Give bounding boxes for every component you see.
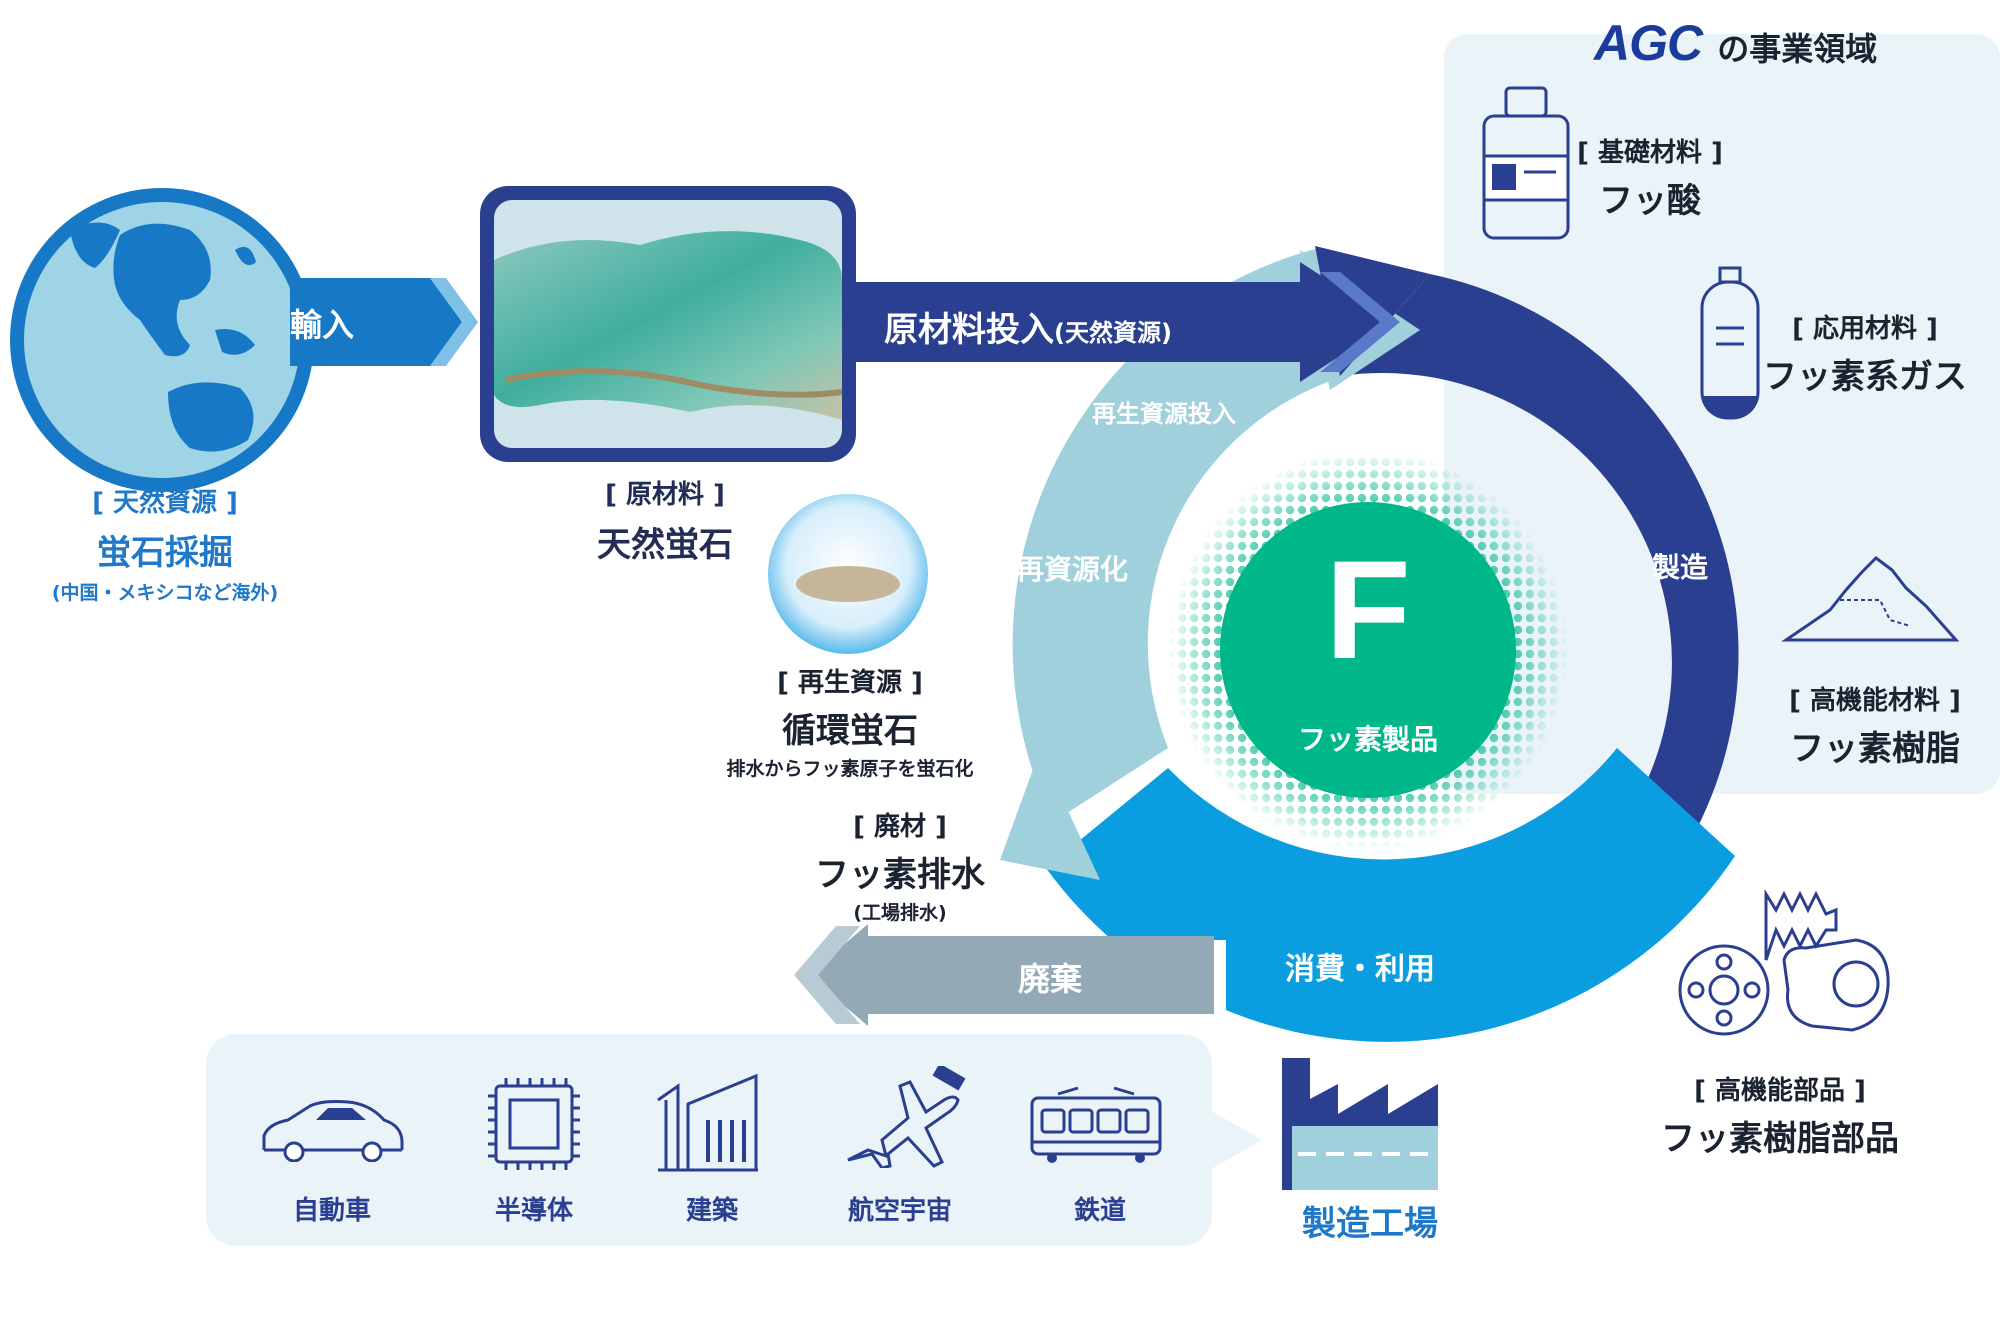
car-icon <box>262 1100 404 1162</box>
factory-icon <box>1282 1058 1438 1190</box>
center-label: フッ素製品 <box>1297 723 1438 756</box>
product-applied: [ 応用材料 ] フッ素系ガス <box>1750 308 1980 398</box>
factory-label: 製造工場 <box>1302 1204 1438 1244</box>
product-functional-parts-title: フッ素樹脂部品 <box>1661 1119 1899 1159</box>
train-icon <box>1030 1086 1162 1163</box>
consume-label: 消費・利用 <box>1285 952 1435 987</box>
waste-title: フッ素排水 <box>815 855 985 895</box>
import-label: 輸入 <box>290 306 355 344</box>
industry-chip-label: 半導体 <box>494 1196 573 1226</box>
waste-note: (工場排水) <box>853 902 947 924</box>
powder-pile-icon <box>1781 556 1960 642</box>
product-basic-tag: [ 基礎材料 ] <box>1577 138 1723 168</box>
waste-block: [ 廃材 ] フッ素排水 (工場排水) <box>780 806 1020 925</box>
recycle-label: 再資源化 <box>1015 553 1128 586</box>
product-functional-parts: [ 高機能部品 ] フッ素樹脂部品 <box>1640 1070 1920 1160</box>
product-basic: [ 基礎材料 ] フッ酸 <box>1560 132 1740 222</box>
waste-tag: [ 廃材 ] <box>853 812 947 842</box>
recycled-input-label: 再生資源投入 <box>1092 400 1236 428</box>
natural-resource-title: 蛍石採掘 <box>97 533 233 573</box>
aerospace-icon <box>847 1066 966 1168</box>
product-functional-material-title: フッ素樹脂 <box>1790 729 1960 769</box>
product-functional-material-tag: [ 高機能材料 ] <box>1789 686 1961 716</box>
fluorine-symbol: F <box>1325 531 1411 688</box>
raw-input-label: 原材料投入(天然資源) <box>884 310 1172 350</box>
gas-cylinder-icon <box>1700 266 1760 420</box>
raw-material-title: 天然蛍石 <box>597 525 733 565</box>
building-icon <box>657 1073 758 1172</box>
raw-material-tag: [ 原材料 ] <box>605 480 725 510</box>
product-applied-tag: [ 応用材料 ] <box>1792 314 1938 344</box>
bottle-icon <box>1482 86 1570 240</box>
dispose-label: 廃棄 <box>1017 960 1082 998</box>
manufacture-label: 製造 <box>1651 551 1708 584</box>
product-basic-title: フッ酸 <box>1599 181 1701 221</box>
chip-icon <box>488 1078 580 1170</box>
product-applied-title: フッ素系ガス <box>1763 357 1967 397</box>
recycled-resource-note: 排水からフッ素原子を蛍石化 <box>726 758 974 780</box>
brand-logo: AGC <box>1594 15 1703 71</box>
product-functional-material: [ 高機能材料 ] フッ素樹脂 <box>1760 680 1990 770</box>
natural-resource-tag: [ 天然資源 ] <box>92 488 238 518</box>
header: AGC の事業領域 <box>1594 14 2000 74</box>
industry-aerospace-label: 航空宇宙 <box>847 1196 952 1226</box>
product-functional-parts-tag: [ 高機能部品 ] <box>1694 1076 1866 1106</box>
natural-resource-block: [ 天然資源 ] 蛍石採掘 (中国・メキシコなど海外) <box>40 482 290 605</box>
industry-train-label: 鉄道 <box>1073 1196 1126 1226</box>
header-title: の事業領域 <box>1717 30 1878 68</box>
fluorite-rock-image <box>494 231 842 420</box>
fluorine-core-circle <box>1220 502 1516 798</box>
industry-car-label: 自動車 <box>292 1196 371 1226</box>
resin-parts-icon <box>1678 890 1890 1036</box>
recycled-resource-tag: [ 再生資源 ] <box>777 668 923 698</box>
raw-material-block: [ 原材料 ] 天然蛍石 <box>560 474 770 566</box>
recycled-resource-block: [ 再生資源 ] 循環蛍石 排水からフッ素原子を蛍石化 <box>700 662 1000 781</box>
natural-resource-note: (中国・メキシコなど海外) <box>51 582 279 604</box>
recycled-resource-title: 循環蛍石 <box>782 711 918 751</box>
industry-building-label: 建築 <box>685 1196 738 1226</box>
